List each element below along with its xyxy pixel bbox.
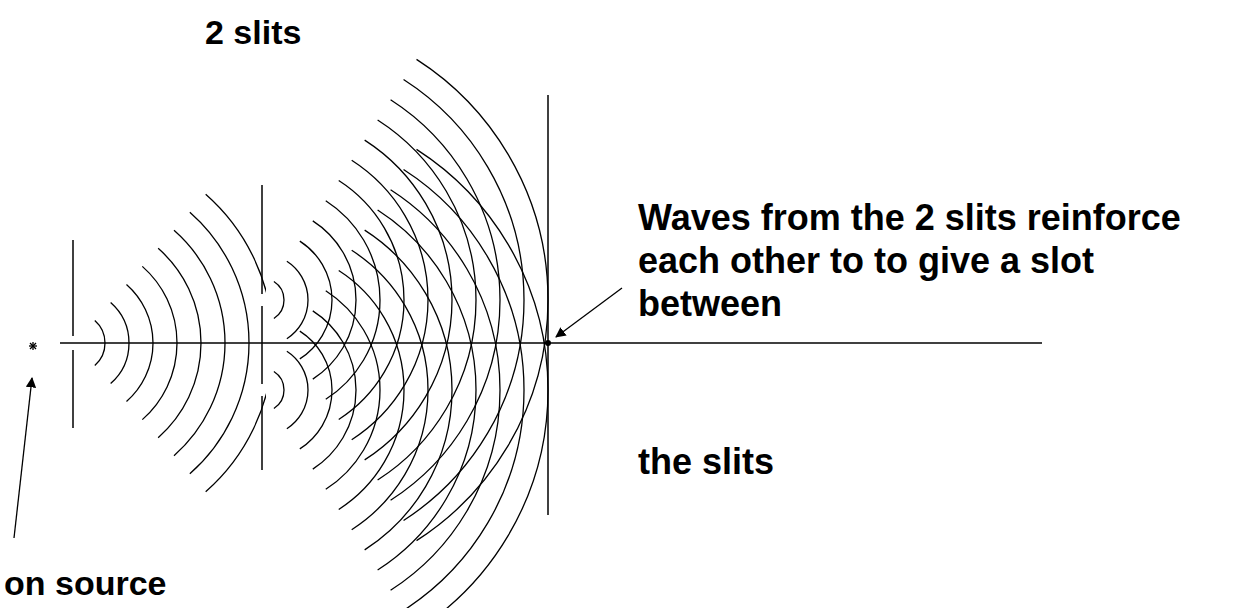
wave-arc	[417, 149, 548, 608]
wave-arc	[300, 241, 332, 359]
bright-spot	[545, 340, 551, 346]
wave-arc	[313, 311, 356, 469]
wave-arc	[274, 371, 284, 408]
wave-arc	[300, 331, 332, 449]
wave-arc	[339, 271, 404, 510]
wave-arc	[352, 250, 428, 529]
source-barrier	[72, 240, 74, 336]
callout-note: Waves from the 2 slits reinforce each ot…	[638, 196, 1238, 326]
wave-arc	[365, 230, 452, 550]
callout-note: the slits	[638, 440, 774, 483]
wave-arc	[287, 261, 308, 338]
slit-barrier	[261, 306, 263, 384]
slit-label: 2 slits	[205, 12, 301, 53]
wave-arc	[287, 351, 308, 428]
wave-arc	[404, 80, 524, 521]
screen-line	[547, 95, 549, 515]
wave-arc	[378, 210, 476, 570]
slit-barrier	[261, 185, 263, 294]
wave-arc	[378, 120, 476, 480]
wave-arc	[352, 160, 428, 439]
slit-barrier	[261, 396, 263, 470]
source-star	[29, 342, 37, 350]
source-label: on source	[4, 563, 166, 604]
wave-arc	[404, 170, 524, 608]
wave-arc	[326, 291, 380, 490]
source-barrier	[72, 350, 74, 428]
leader-arrow	[14, 378, 32, 538]
leader-arrow	[556, 288, 622, 337]
wave-arc	[274, 281, 284, 318]
